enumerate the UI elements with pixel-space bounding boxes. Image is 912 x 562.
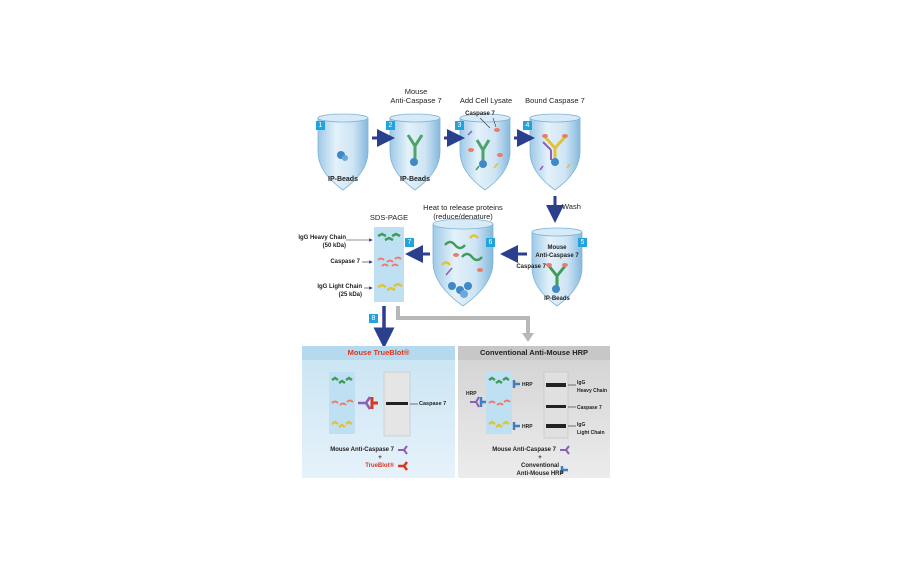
tube6-title-line2: (reduce/denature)	[433, 212, 493, 221]
tube1-beads-label: IP-Beads	[328, 176, 358, 183]
sds-page-gel	[346, 227, 404, 302]
tube-5	[531, 227, 583, 307]
step-badge-1: 1	[316, 121, 325, 130]
step-badge-7: 7	[405, 238, 414, 247]
tube6-title-line1: Heat to release proteins	[423, 203, 503, 212]
gel-light-label-line1: IgG Light Chain	[317, 284, 362, 290]
conventional-band2-label: Caspase 7	[577, 405, 602, 411]
conventional-hrp-label-bottom: HRP	[522, 424, 533, 430]
conventional-band1-line1: IgG	[577, 380, 586, 386]
conventional-hrp-label-free: HRP	[466, 391, 477, 397]
trueblot-legend-plus: +	[378, 455, 382, 461]
conventional-panel	[458, 346, 610, 478]
step-badge-2: 2	[386, 121, 395, 130]
gel-title: SDS-PAGE	[369, 213, 409, 222]
tube5-label-line2: Anti-Caspase 7	[535, 253, 579, 259]
tube-1	[317, 113, 369, 191]
flow-arrows	[372, 117, 564, 349]
tube-4	[529, 113, 581, 191]
step-badge-8: 8	[369, 314, 378, 323]
conventional-band1-line2: Heavy Chain	[577, 388, 608, 394]
trueblot-panel-title: Mouse TrueBlot®	[347, 348, 410, 357]
tube5-label-line1: Mouse	[547, 245, 567, 251]
tube3-title: Add Cell Lysate	[459, 96, 513, 105]
conventional-band3-line1: IgG	[577, 422, 586, 428]
trueblot-band-label: Caspase 7	[419, 401, 447, 407]
gel-caspase-label: Caspase 7	[330, 259, 360, 265]
tube5-beads-label: IP-Beads	[544, 296, 570, 302]
gel-heavy-label-line2: (50 kDa)	[322, 243, 346, 249]
conventional-legend-antibody: Mouse Anti-Caspase 7	[492, 447, 556, 453]
tube2-title-line2: Anti-Caspase 7	[390, 96, 442, 105]
tube4-title: Bound Caspase 7	[525, 96, 585, 105]
tube2-title-line1: Mouse	[404, 87, 428, 96]
gel-heavy-label-line1: IgG Heavy Chain	[298, 235, 346, 241]
trueblot-legend-antibody: Mouse Anti-Caspase 7	[330, 447, 394, 453]
conventional-legend-secondary-line2: Anti-Mouse HRP	[516, 471, 564, 477]
conventional-band3-line2: Light Chain	[577, 430, 605, 436]
tube5-target-label: Caspase 7	[516, 264, 546, 270]
trueblot-panel	[302, 346, 455, 478]
tube2-beads-label: IP-Beads	[400, 176, 430, 183]
conventional-hrp-label-top: HRP	[522, 382, 533, 388]
trueblot-legend-secondary: TrueBlot®	[365, 463, 394, 469]
conventional-legend-secondary-line1: Conventional	[520, 463, 560, 469]
tube-2	[389, 113, 441, 191]
step-badge-6: 6	[486, 238, 495, 247]
tube-3	[459, 113, 511, 191]
step-badge-5: 5	[578, 238, 587, 247]
gel-light-label-line2: (25 kDa)	[338, 292, 362, 298]
tube3-target-label: Caspase 7	[465, 111, 495, 117]
step-badge-3: 3	[455, 121, 464, 130]
conventional-legend-plus: +	[538, 455, 542, 461]
tube-6	[432, 218, 494, 307]
step-badge-4: 4	[523, 121, 532, 130]
wash-label: Wash	[562, 202, 581, 211]
conventional-panel-title: Conventional Anti-Mouse HRP	[479, 348, 589, 357]
